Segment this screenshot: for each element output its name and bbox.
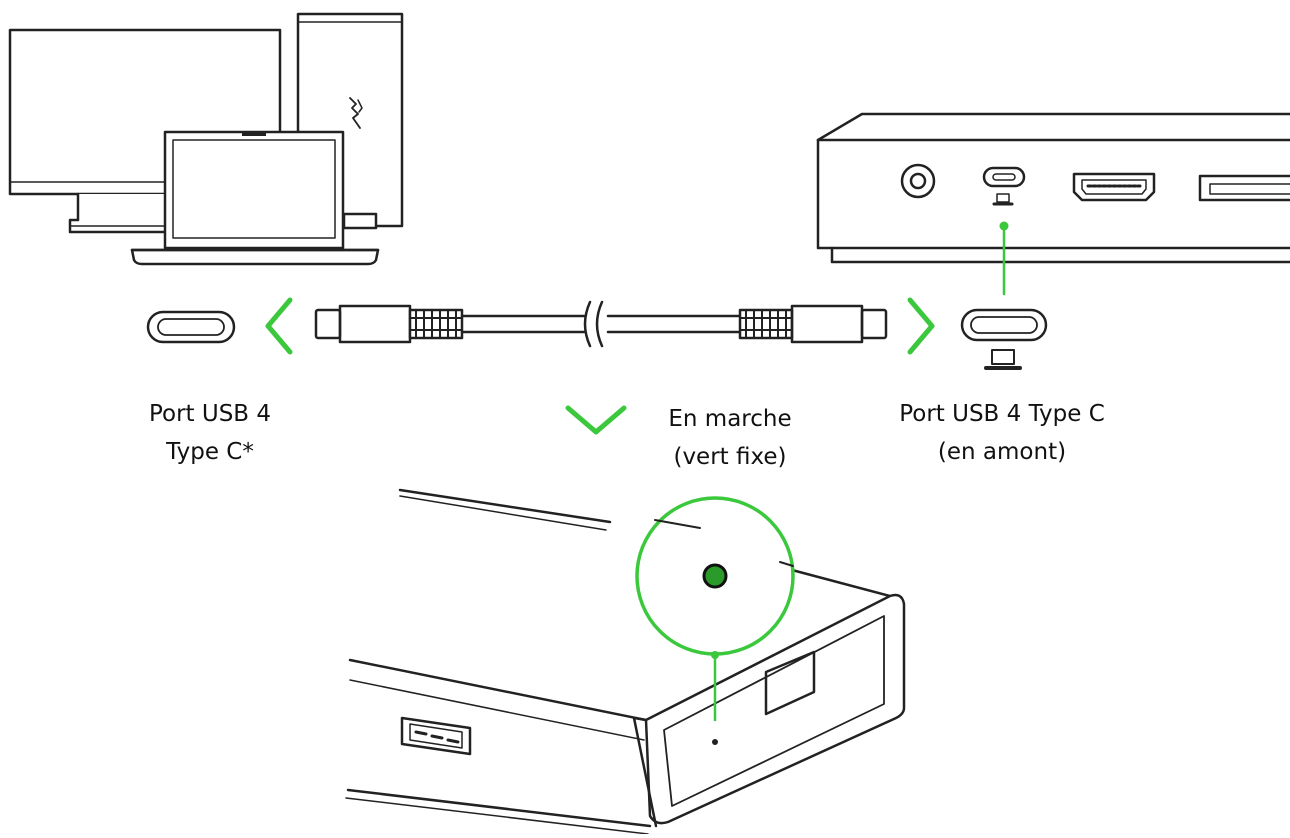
status-label-line2: (vert fixe)	[673, 444, 787, 470]
dock-front-icon	[345, 488, 906, 835]
dock-port-label: Port USB 4 Type C (en amont)	[872, 395, 1132, 471]
usb-c-cable-icon	[314, 300, 888, 348]
displayport-icon	[1198, 174, 1290, 202]
dock-usbc-port-enlarged-icon	[960, 308, 1048, 370]
status-led-icon	[702, 563, 728, 589]
dock-port-label-line1: Port USB 4 Type C	[899, 401, 1105, 427]
status-check-icon	[565, 405, 627, 435]
side-usba-port-icon	[400, 716, 472, 756]
host-port-label: Port USB 4 Type C*	[110, 395, 310, 471]
host-port-label-line2: Type C*	[166, 439, 254, 465]
host-usbc-port-icon	[146, 310, 236, 344]
hdmi-port-icon	[1072, 172, 1156, 202]
power-jack-icon	[900, 163, 936, 199]
status-label: En marche (vert fixe)	[630, 400, 830, 476]
usb-c-cable-row	[146, 297, 1048, 370]
host-devices-icon	[8, 12, 404, 266]
status-label-line1: En marche	[668, 406, 792, 432]
dock-port-label-line2: (en amont)	[937, 439, 1067, 465]
laptop-icon	[130, 130, 380, 266]
host-port-label-line1: Port USB 4	[148, 401, 272, 427]
razer-logo-icon	[349, 97, 361, 129]
dock-usbc-port-icon	[982, 166, 1026, 206]
dock-rear-panel-icon	[816, 112, 1290, 296]
chevron-left-icon	[265, 297, 293, 355]
chevron-right-icon	[907, 297, 935, 355]
status-led-callout	[635, 496, 795, 722]
